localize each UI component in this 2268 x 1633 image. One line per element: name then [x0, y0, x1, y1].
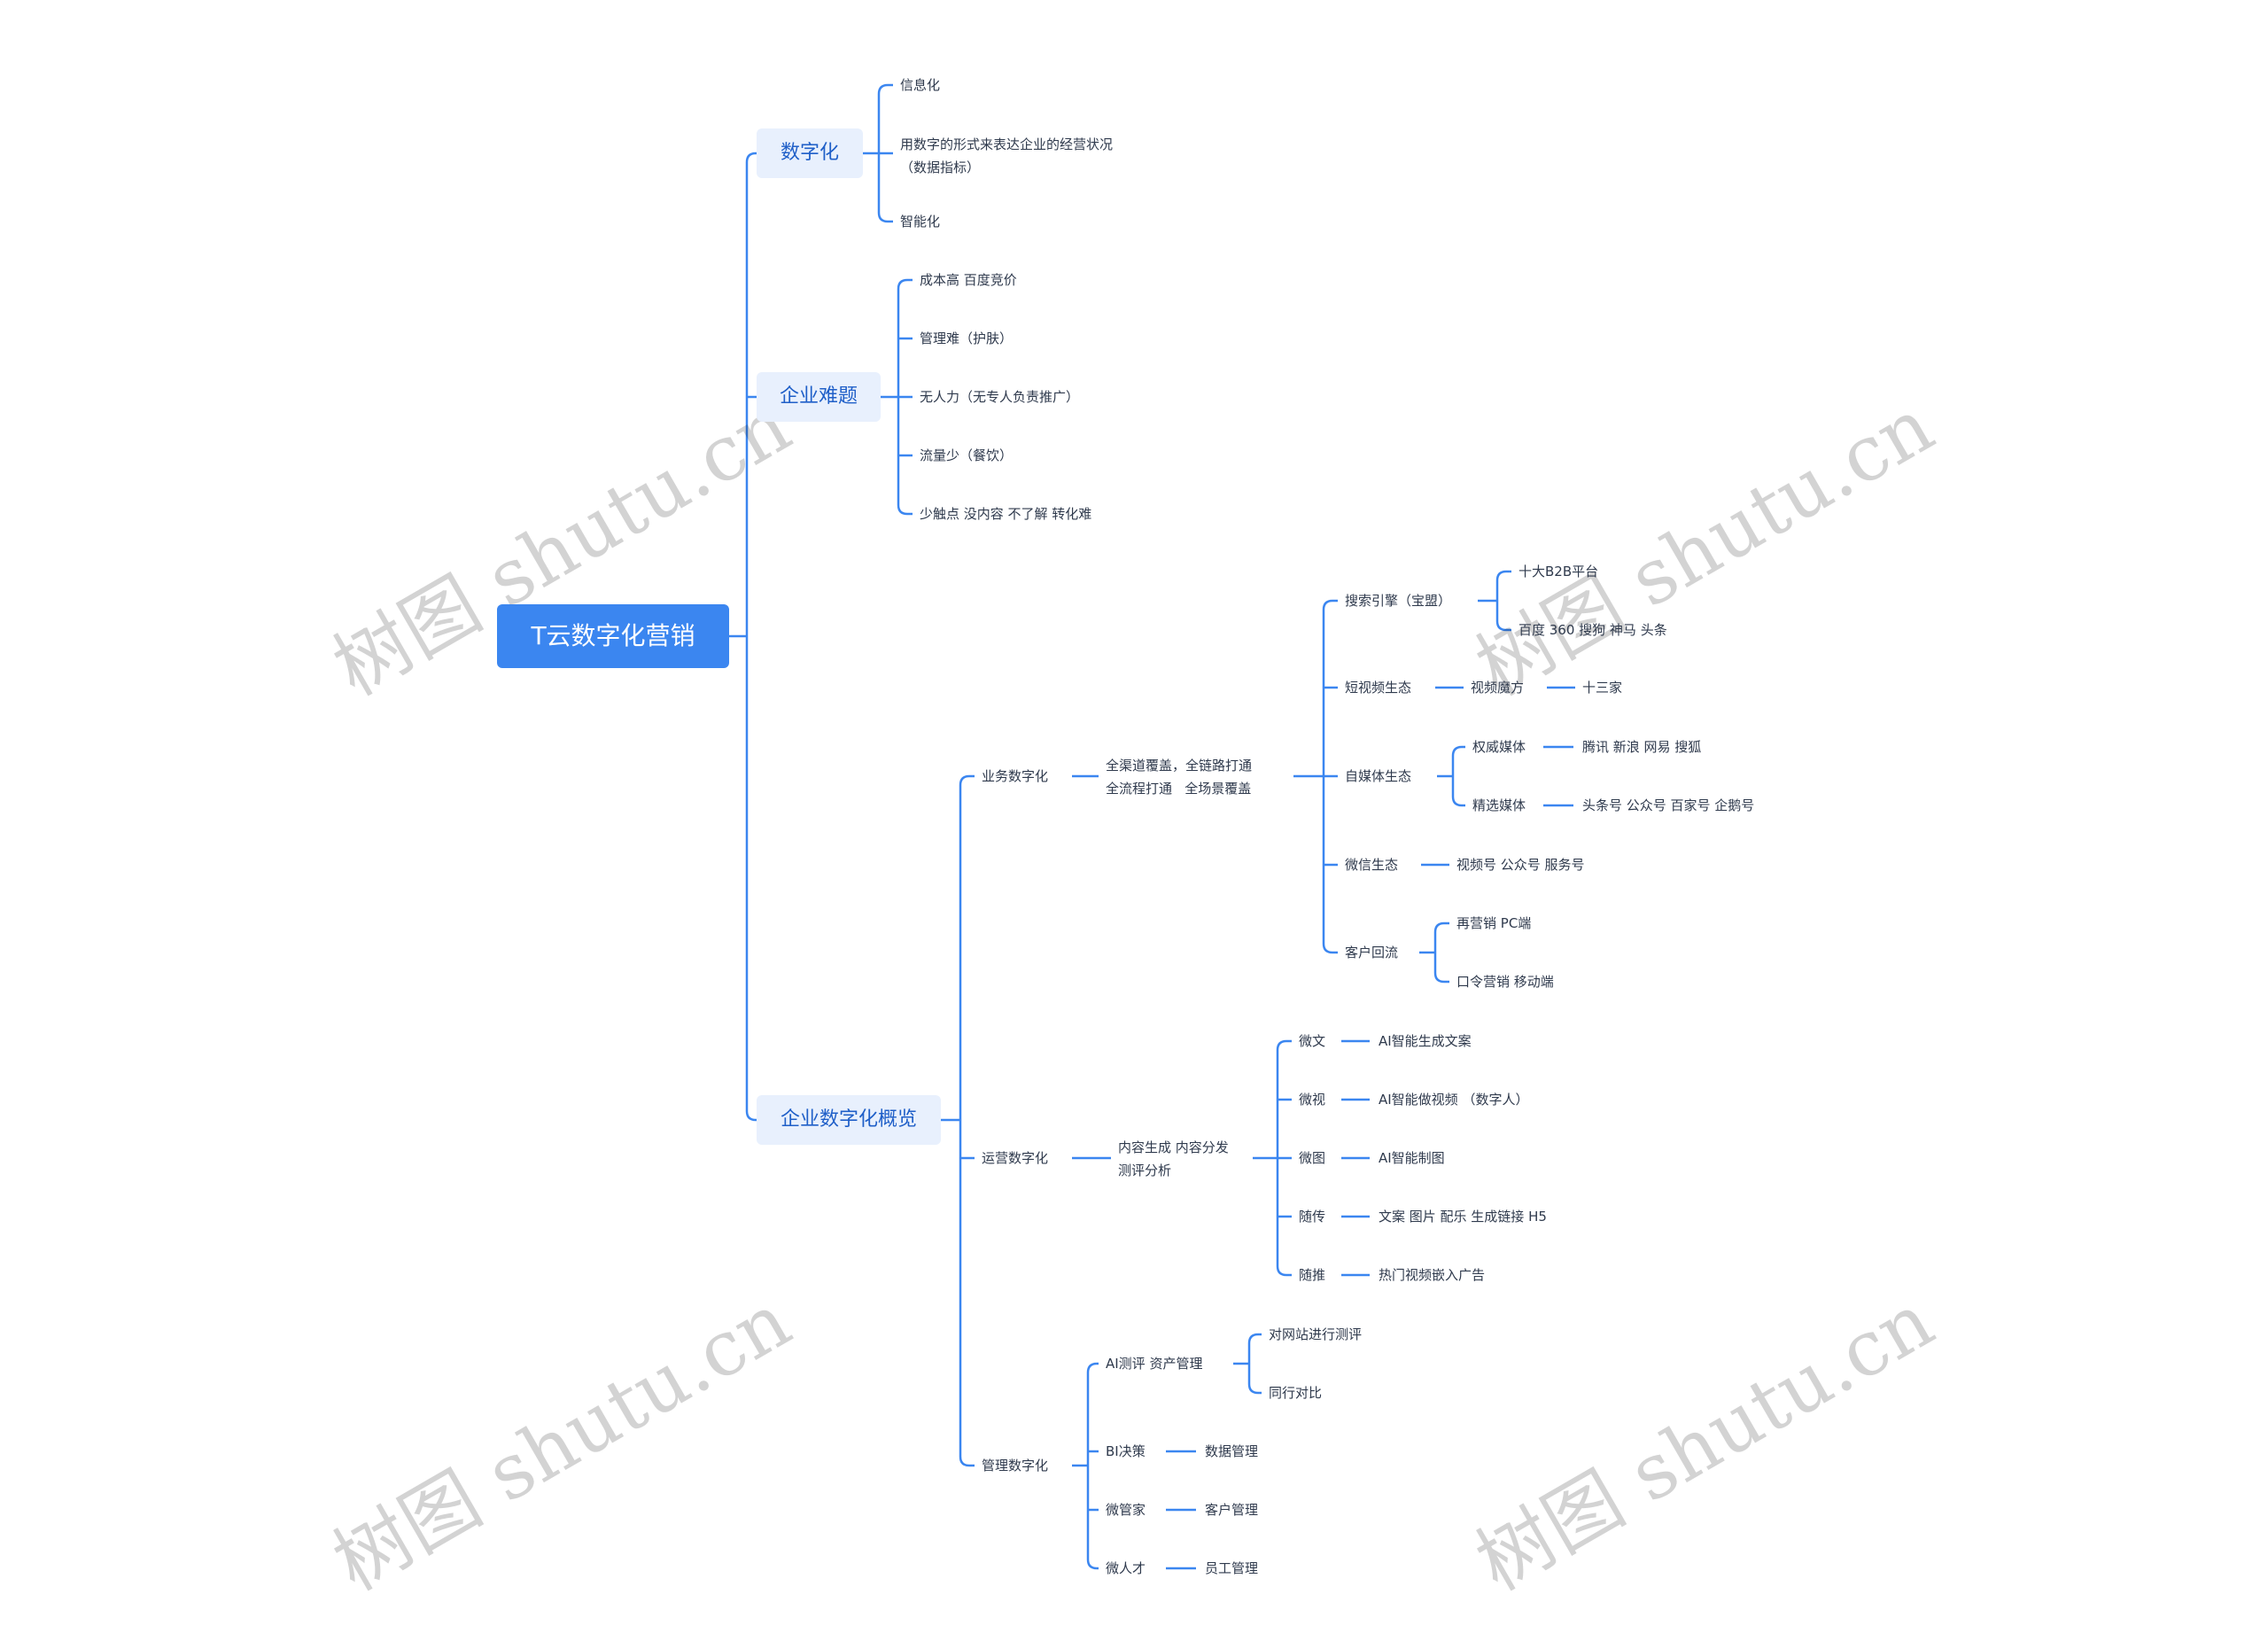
connector-line: [1495, 620, 1511, 632]
ops-item[interactable]: 微文: [1299, 1033, 1326, 1049]
customer-return[interactable]: 客户回流: [1345, 945, 1399, 960]
ops-digital[interactable]: 运营数字化: [982, 1150, 1049, 1166]
connector-line: [1276, 1039, 1292, 1051]
topic-problems[interactable]: 企业难题: [757, 372, 881, 422]
connector-line: [1451, 745, 1465, 757]
connector-line: [1247, 1383, 1262, 1395]
ai-child[interactable]: 同行对比: [1269, 1385, 1323, 1401]
ops-item-value[interactable]: 热门视频嵌入广告: [1379, 1267, 1486, 1283]
business-desc[interactable]: 全渠道覆盖，全链路打通 全流程打通 全场景覆盖: [1106, 758, 1253, 797]
connector-line: [1451, 796, 1465, 807]
connector-line: [897, 504, 913, 516]
ai-child[interactable]: 对网站进行测评: [1269, 1326, 1363, 1342]
digital-item[interactable]: 用数字的形式来表达企业的经营状况 （数据指标）: [900, 136, 1114, 175]
topic-overview[interactable]: 企业数字化概览: [757, 1095, 941, 1145]
ops-item-value[interactable]: AI智能制图: [1379, 1150, 1445, 1166]
ai-evaluation[interactable]: AI测评 资产管理: [1106, 1356, 1203, 1372]
search-child[interactable]: 十大B2B平台: [1518, 564, 1599, 579]
digital-item[interactable]: 智能化: [900, 214, 941, 229]
connector-line: [1433, 972, 1449, 984]
connector-line: [1433, 921, 1449, 933]
ops-item[interactable]: 随推: [1299, 1267, 1326, 1283]
problem-item[interactable]: 无人力（无专人负责推广）: [920, 389, 1080, 405]
connector-line: [877, 83, 893, 95]
ops-item[interactable]: 微视: [1299, 1092, 1326, 1108]
connector-line: [1247, 1333, 1262, 1344]
business-digital[interactable]: 业务数字化: [982, 768, 1049, 784]
connector-line: [1322, 599, 1338, 610]
search-child[interactable]: 百度 360 搜狗 神马 头条: [1518, 622, 1667, 638]
mgmt-item[interactable]: 微管家: [1106, 1502, 1146, 1518]
connector-line: [1276, 1265, 1292, 1277]
connector-line: [745, 152, 757, 163]
connector-line: [959, 774, 975, 786]
ops-item[interactable]: 随传: [1299, 1209, 1326, 1225]
mgmt-item-value[interactable]: 员工管理: [1205, 1560, 1259, 1576]
ops-item-value[interactable]: AI智能做视频 （数字人）: [1379, 1092, 1529, 1108]
connector-line: [1322, 943, 1338, 954]
selected-media-list[interactable]: 头条号 公众号 百家号 企鹅号: [1582, 797, 1755, 813]
problem-item[interactable]: 流量少（餐饮）: [920, 447, 1014, 463]
authority-media-list[interactable]: 腾讯 新浪 网易 搜狐: [1582, 739, 1702, 755]
ops-item[interactable]: 微图: [1299, 1150, 1326, 1166]
mgmt-digital[interactable]: 管理数字化: [982, 1458, 1049, 1474]
connector-line: [959, 1456, 975, 1467]
authority-media[interactable]: 权威媒体: [1472, 739, 1526, 755]
mgmt-item[interactable]: BI决策: [1106, 1443, 1146, 1459]
root-topic[interactable]: T云数字化营销: [497, 604, 729, 668]
wechat-ecosystem[interactable]: 微信生态: [1345, 857, 1399, 873]
ops-item-value[interactable]: 文案 图片 配乐 生成链接 H5: [1379, 1209, 1547, 1225]
self-media[interactable]: 自媒体生态: [1345, 768, 1412, 784]
mgmt-item-value[interactable]: 数据管理: [1205, 1443, 1259, 1459]
connector-line: [745, 1110, 757, 1122]
search-engine[interactable]: 搜索引擎（宝盟）: [1345, 593, 1452, 609]
connector-line: [1086, 1559, 1099, 1570]
problem-item[interactable]: 成本高 百度竞价: [920, 272, 1017, 288]
connector-line: [1086, 1362, 1099, 1373]
connector-line: [1495, 570, 1511, 581]
wechat-list[interactable]: 视频号 公众号 服务号: [1456, 857, 1585, 873]
short-video-chain[interactable]: 视频魔方: [1471, 680, 1525, 696]
ops-item-value[interactable]: AI智能生成文案: [1379, 1033, 1472, 1049]
connector-line: [877, 212, 893, 223]
customer-child[interactable]: 再营销 PC端: [1456, 915, 1532, 931]
connector-line: [897, 278, 913, 290]
mgmt-item[interactable]: 微人才: [1106, 1560, 1146, 1576]
short-video-chain[interactable]: 十三家: [1582, 680, 1623, 696]
mgmt-item-value[interactable]: 客户管理: [1205, 1502, 1259, 1518]
short-video[interactable]: 短视频生态: [1345, 680, 1412, 696]
topic-digital[interactable]: 数字化: [757, 128, 863, 178]
problem-item[interactable]: 管理难（护肤）: [920, 330, 1014, 346]
selected-media[interactable]: 精选媒体: [1472, 797, 1526, 813]
digital-item[interactable]: 信息化: [900, 77, 941, 93]
problem-item[interactable]: 少触点 没内容 不了解 转化难: [920, 506, 1092, 522]
customer-child[interactable]: 口令营销 移动端: [1456, 974, 1554, 990]
ops-desc[interactable]: 内容生成 内容分发 测评分析: [1118, 1139, 1229, 1178]
